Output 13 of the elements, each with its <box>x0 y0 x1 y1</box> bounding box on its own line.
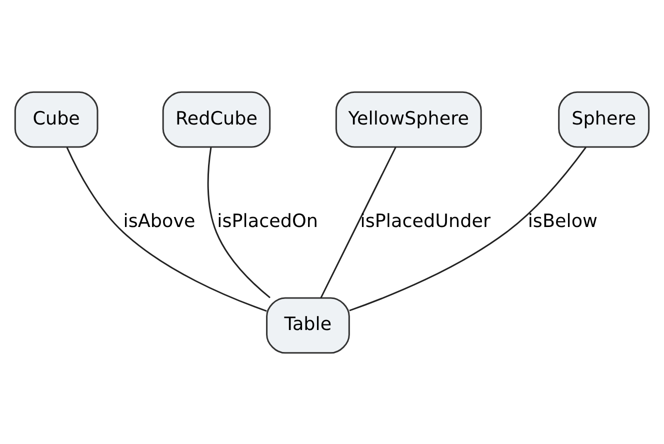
edge-label: isBelow <box>528 210 598 232</box>
node-box: YellowSphere <box>335 90 482 148</box>
edge-label: isPlacedUnder <box>360 210 491 232</box>
connector <box>66 146 267 312</box>
connector <box>207 146 270 298</box>
node-box: Cube <box>14 90 98 148</box>
connector <box>320 146 396 298</box>
connector <box>349 146 586 311</box>
node-box: RedCube <box>162 90 271 148</box>
node-box: Sphere <box>558 90 650 148</box>
edge-label: isPlacedOn <box>217 210 318 232</box>
node-box: Table <box>266 296 350 354</box>
edge-label: isAbove <box>123 210 196 232</box>
